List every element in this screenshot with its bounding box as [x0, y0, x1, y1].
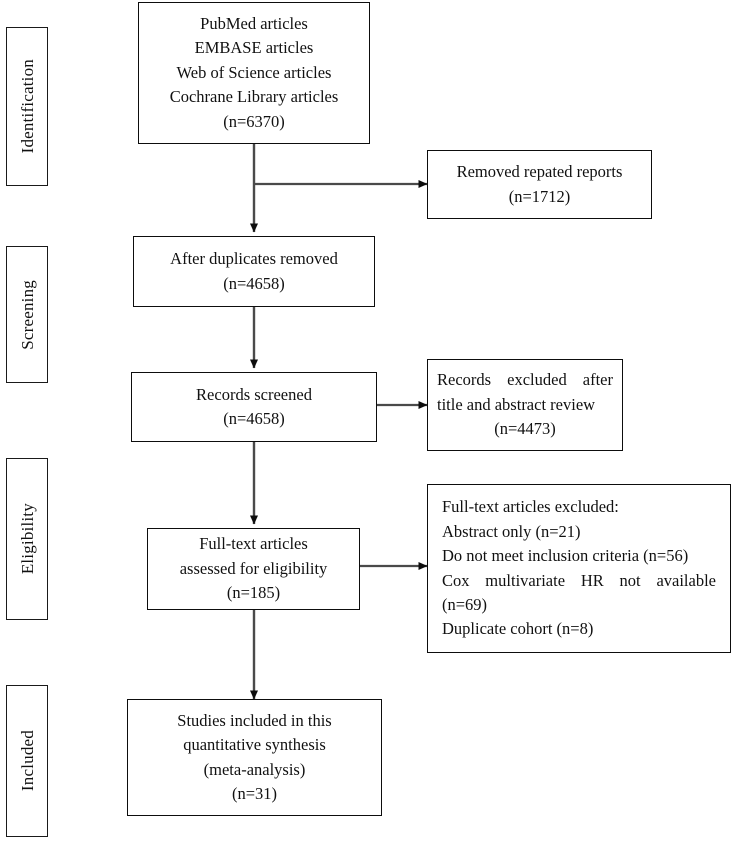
node-fulltext-assessed-line-1: Full-text articles — [199, 534, 308, 554]
stage-label-screening: Screening — [6, 246, 48, 383]
node-records-excluded-line-2: title and abstract review — [437, 394, 596, 414]
node-fulltext-assessed-line-2: assessed for eligibility — [179, 558, 328, 578]
node-records-identified-line-4: Cochrane Library articles — [169, 87, 339, 107]
stage-label-identification: Identification — [6, 27, 48, 186]
node-after-duplicates-removed: After duplicates removed (n=4658) — [133, 236, 375, 307]
node-records-screened-line-1: Records screened — [196, 384, 312, 404]
node-records-excluded-count: (n=4473) — [494, 419, 556, 439]
node-fulltext-excluded-abstract-only: Abstract only (n=21) — [442, 521, 581, 541]
node-records-identified-line-3: Web of Science articles — [176, 62, 332, 82]
stage-label-identification-text: Identification — [17, 59, 37, 154]
node-fulltext-excluded-heading: Full-text articles excluded: — [442, 497, 619, 517]
node-fulltext-excluded-cox-hr: Cox multivariate HR not available — [442, 570, 716, 590]
node-fulltext-articles-excluded: Full-text articles excluded: Abstract on… — [427, 484, 731, 653]
node-studies-included: Studies included in this quantitative sy… — [127, 699, 382, 816]
node-records-identified-line-1: PubMed articles — [200, 13, 308, 33]
node-records-identified-count: (n=6370) — [223, 111, 285, 131]
node-removed-repeated-reports-count: (n=1712) — [508, 186, 571, 206]
node-fulltext-assessed-count: (n=185) — [226, 583, 281, 603]
stage-label-screening-text: Screening — [17, 279, 37, 350]
node-fulltext-excluded-duplicate-cohort: Duplicate cohort (n=8) — [442, 619, 594, 639]
stage-label-eligibility: Eligibility — [6, 458, 48, 620]
node-studies-included-line-1: Studies included in this — [177, 710, 332, 730]
stage-label-eligibility-text: Eligibility — [17, 503, 37, 575]
node-records-excluded: Records excluded after title and abstrac… — [427, 359, 623, 451]
node-after-duplicates-removed-line-1: After duplicates removed — [170, 249, 338, 269]
node-removed-repeated-reports-line-1: Removed repated reports — [456, 162, 623, 182]
node-studies-included-count: (n=31) — [231, 783, 278, 803]
node-records-screened-count: (n=4658) — [223, 409, 285, 428]
node-fulltext-excluded-inclusion-criteria: Do not meet inclusion criteria (n=56) — [442, 546, 689, 566]
stage-label-included: Included — [6, 685, 48, 837]
node-fulltext-assessed-for-eligibility: Full-text articles assessed for eligibil… — [147, 528, 360, 610]
node-records-excluded-line-1: Records excluded after — [437, 370, 613, 390]
node-after-duplicates-removed-count: (n=4658) — [223, 273, 285, 293]
node-studies-included-line-2: quantitative synthesis — [183, 735, 326, 755]
node-records-identified: PubMed articles EMBASE articles Web of S… — [138, 2, 370, 144]
node-studies-included-line-3: (meta-analysis) — [203, 759, 306, 779]
node-records-screened: Records screened (n=4658) — [131, 372, 377, 442]
node-removed-repeated-reports: Removed repated reports (n=1712) — [427, 150, 652, 219]
node-fulltext-excluded-cox-hr-count: (n=69) — [442, 594, 488, 614]
stage-label-included-text: Included — [17, 730, 37, 792]
node-records-identified-line-2: EMBASE articles — [194, 38, 314, 58]
